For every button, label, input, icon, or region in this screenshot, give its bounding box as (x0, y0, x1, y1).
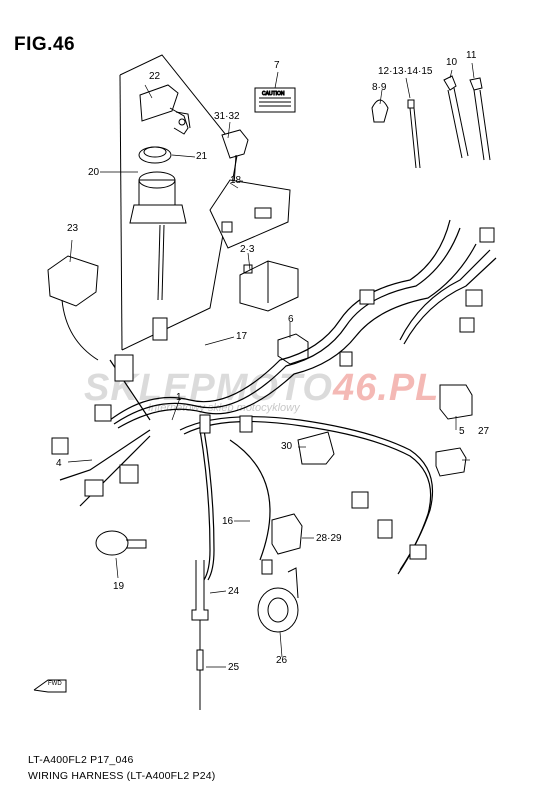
part-ref-21: 21 (196, 151, 208, 162)
relay-unit (239, 260, 299, 312)
main-harness (59, 219, 497, 581)
part-ref-25: 25 (228, 662, 240, 673)
relay-28 (271, 513, 303, 555)
cable-ties (371, 75, 491, 169)
watermark: SKLEPMOTO46.PL (84, 367, 440, 409)
part-ref-11: 11 (466, 50, 477, 61)
part-ref-7: 7 (274, 60, 280, 71)
part-ref-5: 5 (459, 426, 465, 437)
caution-label: CAUTION (254, 87, 296, 113)
sensor (191, 560, 209, 710)
part-ref-28-29: 28·29 (316, 533, 342, 544)
part-ref-12-13-14-15: 12·13·14·15 (378, 66, 433, 77)
leader-lines (67, 62, 475, 668)
part-ref-17: 17 (236, 331, 248, 342)
footer-caption: WIRING HARNESS (LT-A400FL2 P24) (28, 770, 216, 782)
left-switch (47, 255, 99, 361)
part-ref-24: 24 (228, 586, 240, 597)
part-ref-10: 10 (446, 57, 458, 68)
horn (257, 567, 299, 633)
part-ref-22: 22 (149, 71, 161, 82)
bracket-plate-30 (297, 431, 335, 465)
footer-code: LT-A400FL2 P17_046 (28, 754, 134, 766)
part-ref-8-9: 8·9 (372, 82, 387, 93)
part-ref-20: 20 (88, 167, 100, 178)
part-ref-6: 6 (288, 314, 294, 325)
connectors (51, 227, 495, 575)
part-ref-19: 19 (113, 581, 125, 592)
caution-label-text: CAUTION (262, 91, 285, 97)
part-ref-1: 1 (176, 392, 182, 403)
part-ref-27: 27 (478, 426, 490, 437)
ignition-switch-group (119, 54, 239, 351)
figure-title: FIG.46 (14, 34, 76, 55)
part-ref-2-3: 2·3 (240, 244, 255, 255)
part-ref-31-32: 31·32 (214, 111, 240, 122)
part-ref-23: 23 (67, 223, 79, 234)
cap-27 (435, 447, 467, 477)
part-ref-16: 16 (222, 516, 234, 527)
part-ref-18: 18 (230, 175, 242, 186)
part-ref-30: 30 (281, 441, 293, 452)
part-ref-26: 26 (276, 655, 288, 666)
bracket (209, 179, 291, 249)
cover-5 (439, 384, 473, 420)
watermark-subtitle: Internetowy sklep motocyklowy (148, 402, 300, 414)
fwd-arrow (33, 679, 67, 693)
switch-19 (95, 530, 147, 556)
part-ref-4: 4 (56, 458, 62, 469)
fwd-label: FWD (48, 681, 62, 687)
